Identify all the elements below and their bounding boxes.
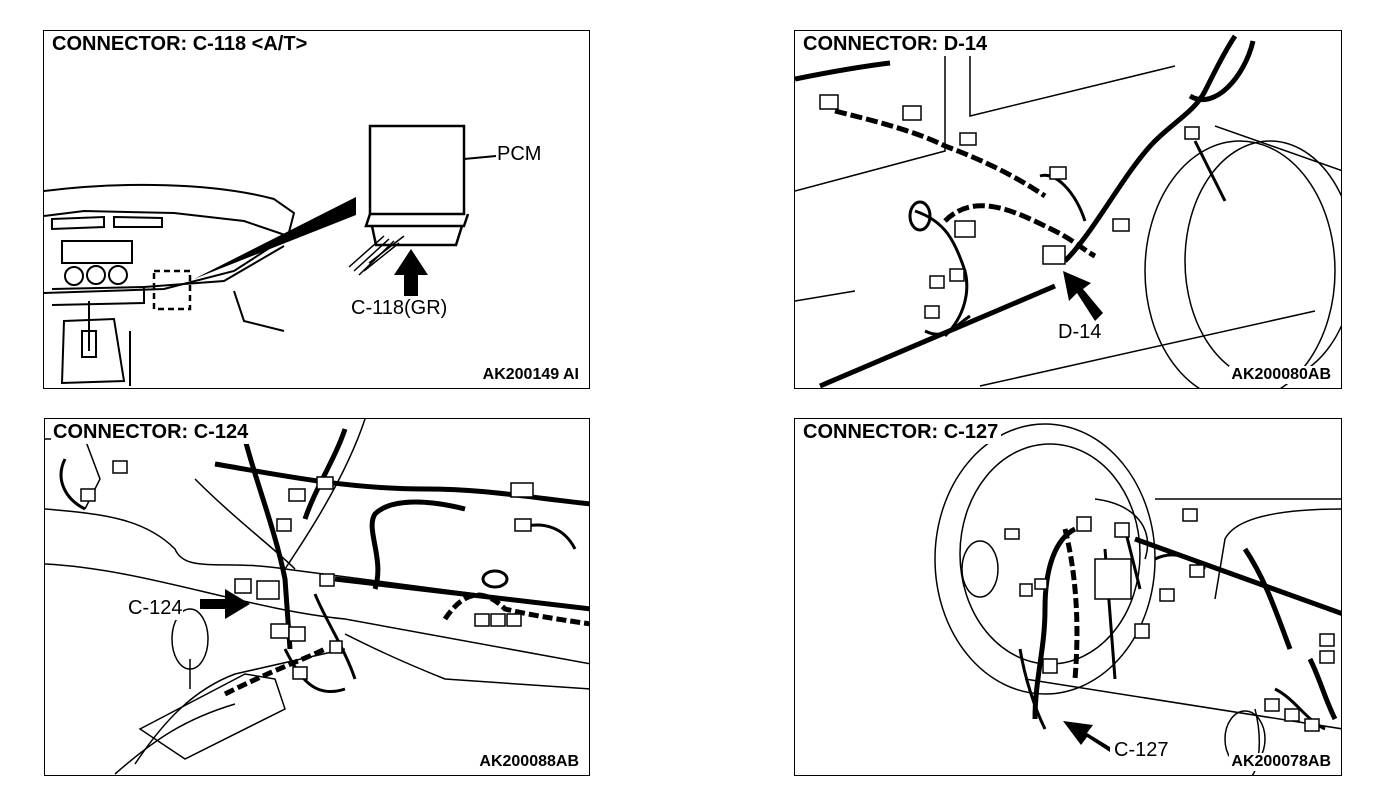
c124-figure-code: AK200088AB bbox=[477, 753, 581, 771]
diagram-panel-c124: CONNECTOR: C-124 C-124 AK200088AB bbox=[44, 418, 590, 776]
d14-panel-title: CONNECTOR: D-14 bbox=[801, 33, 991, 56]
c124-illustration bbox=[45, 419, 589, 775]
d14-figure-code: AK200080AB bbox=[1229, 366, 1333, 384]
c124-connector-label: C-124 bbox=[127, 597, 184, 620]
c118-figure-code: AK200149 AI bbox=[480, 366, 581, 384]
c118-panel-title: CONNECTOR: C-118 <A/T> bbox=[50, 33, 311, 56]
c124-panel-title: CONNECTOR: C-124 bbox=[51, 421, 252, 444]
c127-illustration bbox=[934, 423, 1341, 775]
d14-illustration bbox=[795, 34, 1341, 388]
d14-connector-label: D-14 bbox=[1057, 321, 1103, 344]
pcm-label: PCM bbox=[496, 143, 543, 166]
diagram-panel-d14: CONNECTOR: D-14 D-14 AK200080AB bbox=[794, 30, 1342, 389]
diagram-panel-c127: CONNECTOR: C-127 C-127 AK200078AB bbox=[794, 418, 1342, 776]
c127-figure-code: AK200078AB bbox=[1229, 753, 1333, 771]
c118-illustration bbox=[44, 124, 497, 386]
c127-connector-label: C-127 bbox=[1113, 739, 1170, 762]
c127-panel-title: CONNECTOR: C-127 bbox=[801, 421, 1002, 444]
c118-connector-label: C-118(GR) bbox=[350, 297, 449, 320]
diagram-panel-c118: CONNECTOR: C-118 <A/T> PCM C-118(GR) AK2… bbox=[43, 30, 590, 389]
